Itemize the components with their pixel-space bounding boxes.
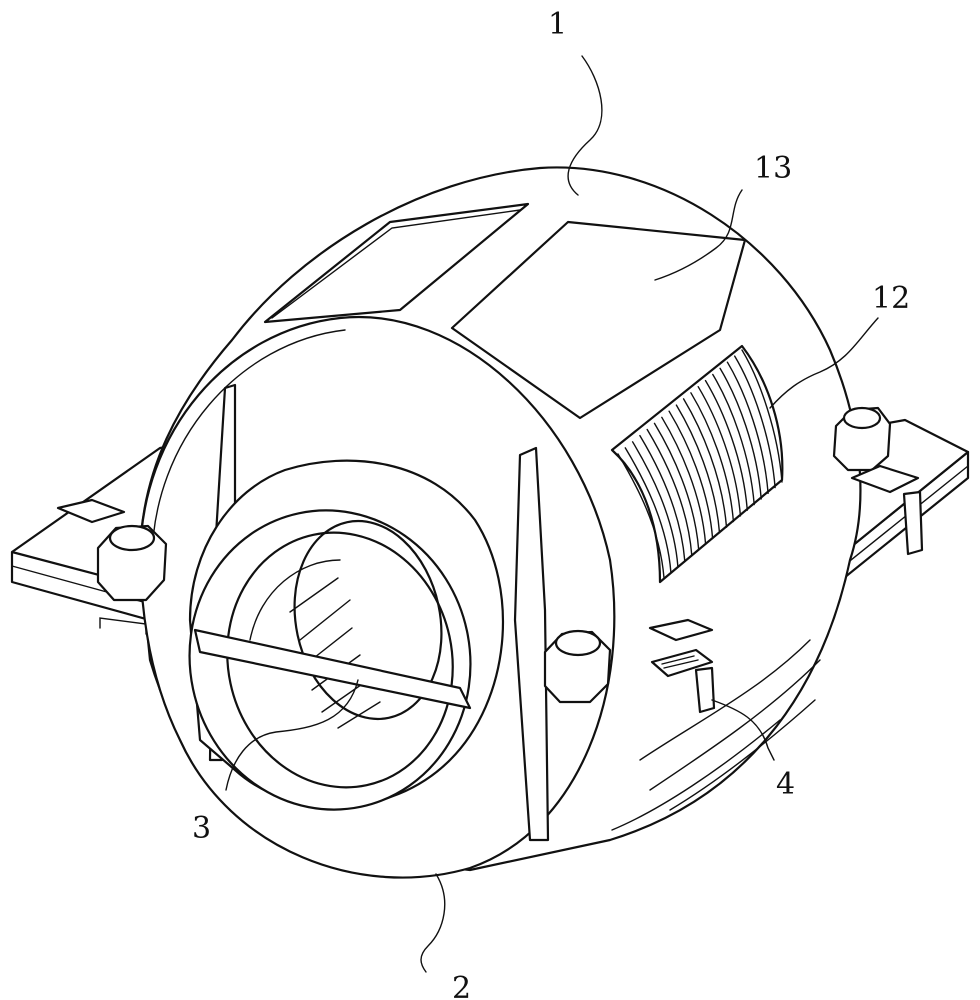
label-cable-tie: 4 [776, 767, 795, 802]
fin-line [741, 349, 783, 483]
fin-line [734, 355, 776, 489]
fin-line [661, 416, 707, 545]
fin-line [646, 428, 693, 557]
reference-labels: 1 13 12 3 4 2 [192, 7, 910, 1000]
fin-line [617, 453, 665, 579]
tube-seam [193, 628, 472, 710]
label-housing-lower: 2 [452, 971, 471, 1000]
fin-line [719, 367, 762, 500]
label-housing-upper: 1 [548, 7, 567, 42]
leader-lines [225, 55, 879, 973]
fin-line [682, 398, 728, 528]
label-panel-window: 13 [754, 151, 792, 186]
fin-line [704, 379, 748, 511]
bolt-center [543, 629, 612, 704]
fin-line [675, 404, 721, 534]
fin-line [653, 422, 700, 551]
fin-line [712, 373, 755, 506]
flange-tabs [56, 464, 920, 642]
panel-window [450, 220, 747, 420]
bolt-right [832, 406, 892, 472]
heat-sink-fins [610, 344, 784, 584]
fin-line [697, 386, 742, 517]
label-heat-sink-fins: 12 [872, 281, 910, 316]
fin-line [668, 410, 714, 540]
label-inner-sleeve: 3 [192, 811, 211, 846]
fin-line [639, 434, 686, 562]
bolt-left [96, 524, 168, 602]
housing-upper-strip [263, 202, 530, 324]
fin-line [624, 447, 672, 574]
fin-line [690, 392, 735, 523]
fin-line [726, 361, 769, 494]
fin-line [631, 441, 679, 568]
cable-tie [650, 490, 924, 714]
